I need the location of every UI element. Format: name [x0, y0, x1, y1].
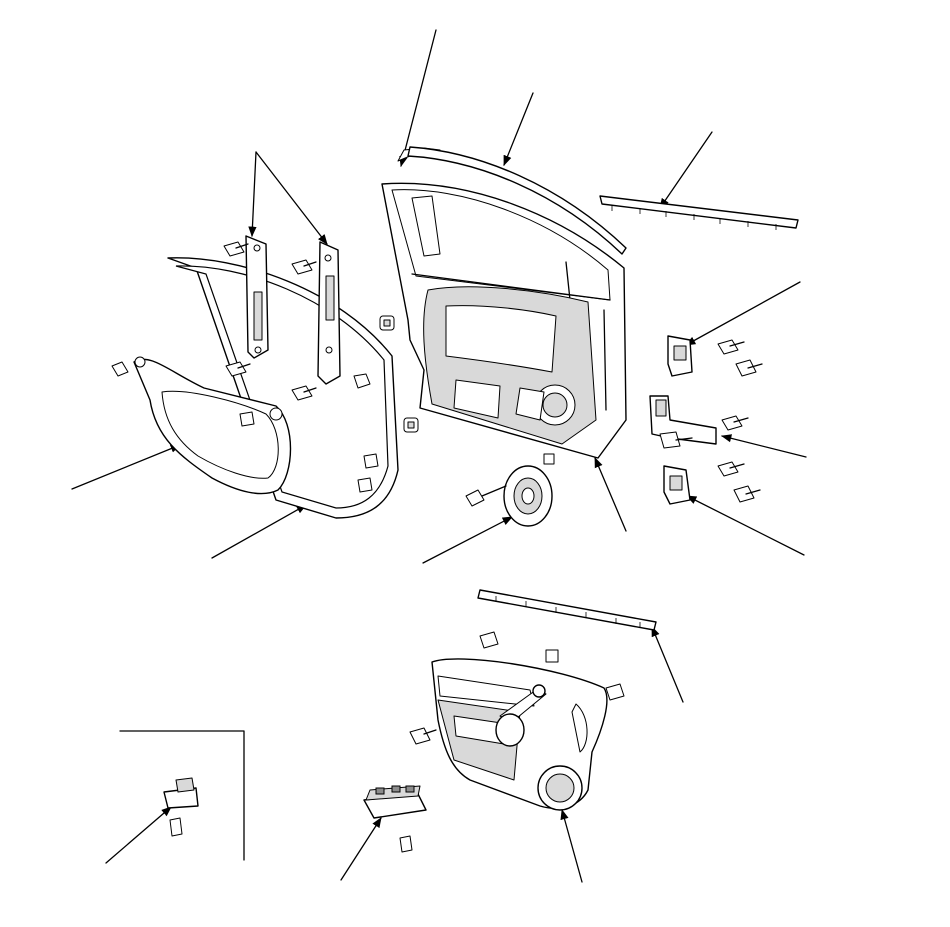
lower-hinge: [663, 461, 761, 505]
leader-line-guide-rail-left: [248, 151, 257, 238]
clip-cover-center: [239, 411, 255, 427]
inset-frame-line: [119, 730, 245, 861]
clip-panel-lower: [403, 417, 419, 433]
clip-panel-upper: [379, 315, 395, 331]
upper-hinge: [667, 335, 763, 377]
leader-line-upper-hinge: [685, 281, 801, 346]
inset-switch: [163, 777, 199, 837]
leader-line-speaker: [422, 516, 513, 564]
leader-line-belt-molding: [659, 131, 713, 209]
leader-lines: [71, 29, 807, 883]
bolt-guide-lower-left: [225, 361, 251, 377]
clip-weatherstrip-3: [357, 477, 373, 493]
power-window-switch: [363, 785, 427, 853]
leader-line-guide-rail-right: [255, 151, 328, 245]
door-checker: [649, 395, 749, 449]
window-guide-rail-left: [245, 235, 269, 359]
leader-line-power-window-switch: [340, 817, 382, 881]
leader-line-lower-hinge: [686, 495, 805, 556]
clip-weatherstrip-2: [363, 453, 379, 469]
door-speaker: [465, 453, 555, 527]
leader-line-outer-weatherstrip: [503, 92, 534, 166]
fasteners: [111, 241, 419, 493]
belt-molding: [599, 195, 799, 230]
leader-line-plastic-cover: [71, 444, 181, 490]
door-inner-panel: [381, 182, 627, 459]
leader-line-trim-panel: [560, 808, 583, 883]
leader-line-door-panel: [594, 457, 627, 532]
leader-line-inset-switch: [105, 806, 172, 864]
bolt-guide-upper-left: [223, 241, 249, 257]
leader-line-run-channel: [399, 29, 437, 168]
leader-line-inner-weatherstrip: [651, 626, 684, 703]
leader-line-door-weatherstrip: [211, 504, 307, 559]
clip-weatherstrip-1: [353, 373, 371, 389]
clip-upper-left: [111, 361, 129, 377]
bolt-guide-lower-right: [291, 385, 317, 401]
door-trim-panel: [409, 631, 625, 811]
inner-weatherstrip: [477, 589, 657, 631]
bolt-guide-upper-right: [291, 259, 317, 275]
outer-weatherstrip: [407, 146, 627, 255]
window-guide-rail-right: [317, 241, 341, 385]
leader-line-door-checker: [720, 434, 807, 458]
